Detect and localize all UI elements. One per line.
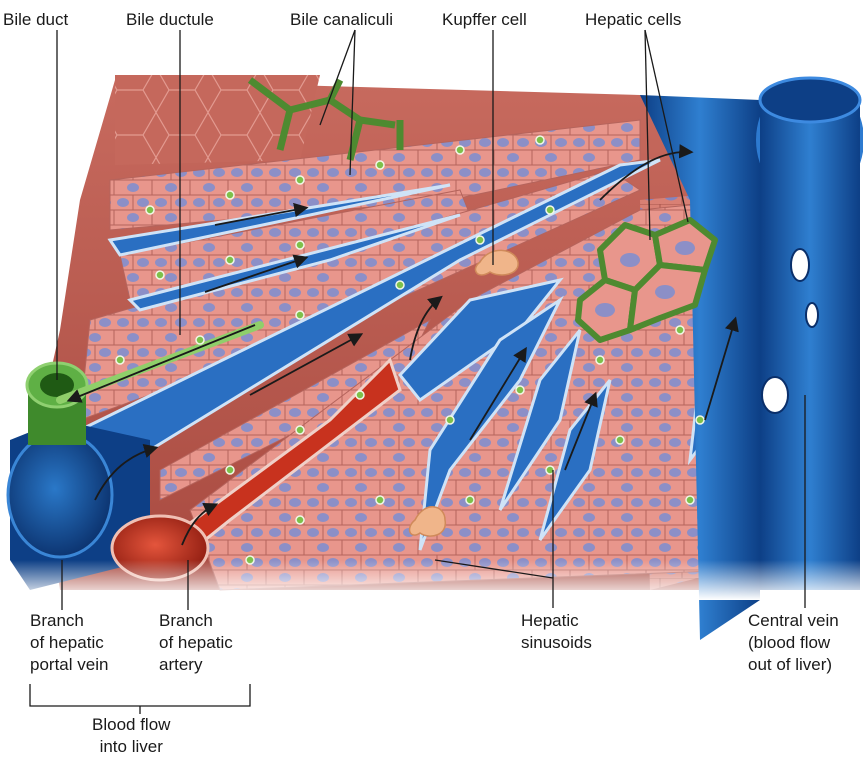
label-bile-ductule: Bile ductule xyxy=(126,9,214,31)
label-portal-vein-line-1: Branch xyxy=(30,610,108,632)
label-central-vein-line-2: (blood flow xyxy=(748,632,839,654)
label-hepatic-artery: Branch of hepatic artery xyxy=(159,610,233,676)
label-hepatic-artery-line-1: Branch xyxy=(159,610,233,632)
label-central-vein: Central vein (blood flow out of liver) xyxy=(748,610,839,676)
bottom-fade xyxy=(0,560,863,600)
label-portal-vein: Branch of hepatic portal vein xyxy=(30,610,108,676)
label-central-vein-line-1: Central vein xyxy=(748,610,839,632)
label-hepatic-artery-line-2: of hepatic xyxy=(159,632,233,654)
label-hepatic-sinusoids: Hepatic sinusoids xyxy=(521,610,592,654)
label-bile-canaliculi: Bile canaliculi xyxy=(290,9,393,31)
label-portal-vein-line-2: of hepatic xyxy=(30,632,108,654)
label-hepatic-artery-line-3: artery xyxy=(159,654,233,676)
label-hepatic-sinusoids-line-1: Hepatic xyxy=(521,610,592,632)
label-blood-flow-line-2: into liver xyxy=(92,736,170,758)
label-central-vein-line-3: out of liver) xyxy=(748,654,839,676)
label-hepatic-cells: Hepatic cells xyxy=(585,9,681,31)
label-blood-flow-line-1: Blood flow xyxy=(92,714,170,736)
label-hepatic-sinusoids-line-2: sinusoids xyxy=(521,632,592,654)
label-portal-vein-line-3: portal vein xyxy=(30,654,108,676)
label-bile-duct: Bile duct xyxy=(3,9,68,31)
label-kupffer-cell: Kupffer cell xyxy=(442,9,527,31)
label-blood-flow-into-liver: Blood flow into liver xyxy=(92,714,170,758)
